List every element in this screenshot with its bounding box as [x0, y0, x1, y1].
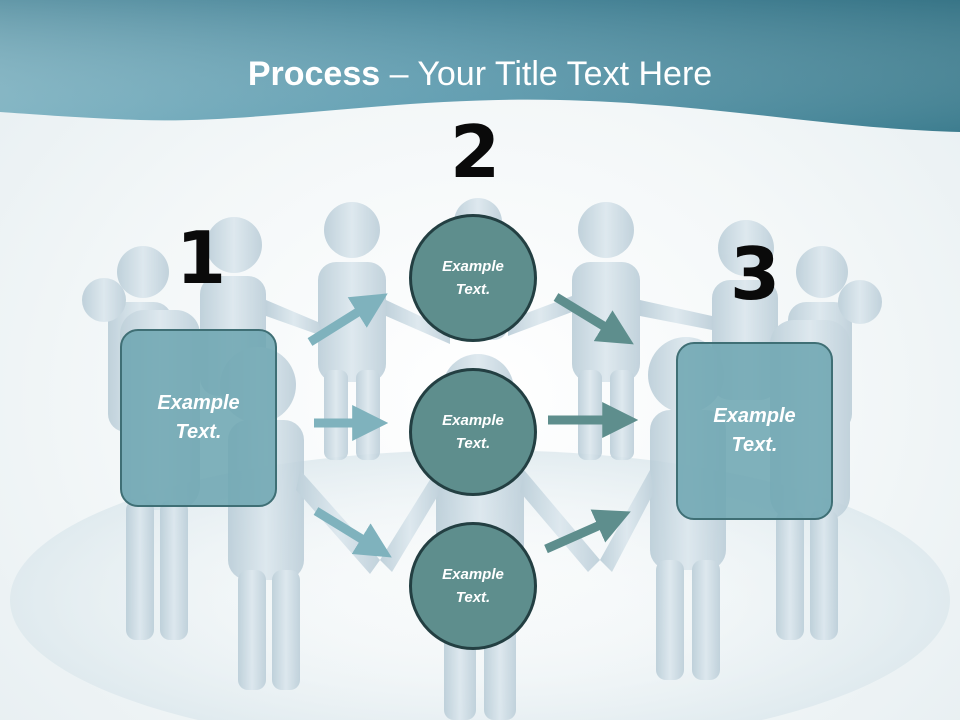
- step-2-circle-3-text: Example Text.: [442, 566, 504, 606]
- arrow-circle3-to-box3: [544, 509, 631, 554]
- step-1-number: 1: [176, 216, 227, 300]
- title-bold: Process: [247, 55, 381, 93]
- slide-title: Process – Your Title Text Here: [0, 52, 960, 96]
- title-rest: – Your Title Text Here: [380, 55, 713, 93]
- header-banner: [0, 0, 960, 132]
- step-3-text: Example Text.: [713, 405, 796, 456]
- step-1-box: Example Text.: [120, 329, 277, 507]
- step-2-circle-3: Example Text.: [409, 522, 537, 650]
- step-2-circle-1: Example Text.: [409, 214, 537, 342]
- step-3-box: Example Text.: [676, 342, 833, 520]
- step-3-number: 3: [730, 232, 781, 316]
- step-2-number: 2: [450, 110, 501, 194]
- arrow-circle1-to-box3: [553, 293, 634, 345]
- step-2-circle-2-text: Example Text.: [442, 412, 504, 452]
- arrow-box1-to-circle1: [307, 293, 388, 346]
- step-2-circle-2: Example Text.: [409, 368, 537, 496]
- step-1-text: Example Text.: [157, 392, 240, 443]
- arrow-box1-to-circle3: [313, 507, 392, 558]
- step-2-circle-1-text: Example Text.: [442, 258, 504, 298]
